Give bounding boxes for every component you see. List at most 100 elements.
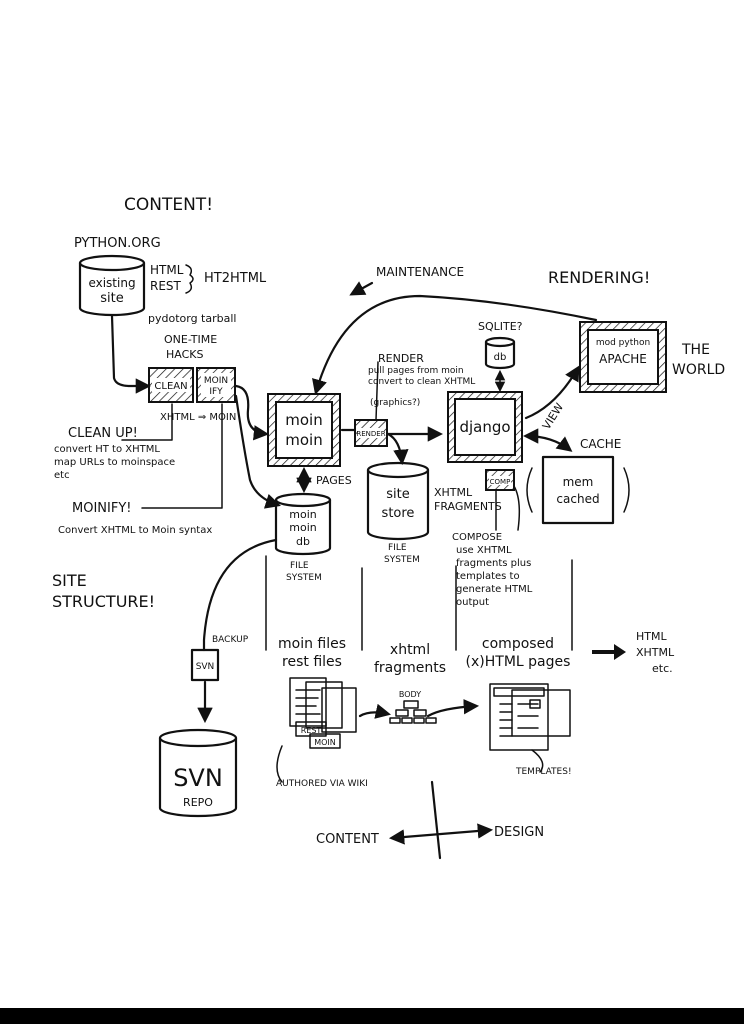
backup-label: BACKUP (212, 635, 249, 645)
col-moin-files-1: moin files (278, 636, 346, 652)
arrow-site-to-clean (112, 316, 148, 386)
backup-line (204, 540, 276, 650)
sqlite-label: SQLITE? (478, 320, 523, 333)
clean-up-line-1: convert HT to XHTML (54, 444, 160, 455)
compose-line-4: generate HTML (456, 584, 533, 595)
rendering-heading: RENDERING! (548, 268, 650, 287)
comp-leader-2 (514, 486, 519, 530)
body-tag: BODY (399, 690, 421, 699)
rest-tag: REST (301, 726, 322, 735)
ht2html-label: HT2HTML (204, 271, 267, 286)
view-label: VIEW (540, 401, 566, 432)
python-org-label: PYTHON.ORG (74, 236, 161, 251)
compose-title: COMPOSE (452, 532, 502, 543)
svn-repo-label-1: SVN (173, 764, 223, 792)
site-store-label-1: site (386, 487, 409, 502)
moin-db-label-3: db (296, 535, 310, 548)
html-label: HTML (150, 263, 184, 277)
maintenance-pointer (352, 283, 372, 294)
compose-line-1: use XHTML (456, 545, 512, 556)
cache-arrow (526, 436, 570, 450)
moinify-box-label-1: MOIN (204, 376, 228, 386)
memcached-paren-right (624, 468, 629, 512)
memcached-label-1: mem (563, 475, 594, 489)
site-store-label-2: store (382, 506, 415, 521)
clean-up-line-2: map URLs to moinspace (54, 457, 175, 468)
existing-site-label-2: site (100, 291, 123, 306)
output-html: HTML (636, 630, 667, 643)
one-time-hacks-label-2: HACKS (166, 348, 203, 361)
maintenance-label: MAINTENANCE (376, 265, 464, 279)
render-box-label: RENDER (356, 430, 385, 438)
col-xhtml-fragments-1: xhtml (390, 642, 430, 658)
output-etc: etc. (652, 662, 673, 675)
compose-line-2: fragments plus (456, 558, 531, 569)
arrow-render-to-site-store (388, 434, 402, 462)
authored-via-wiki: AUTHORED VIA WIKI (276, 779, 368, 789)
render-note-title: RENDER (378, 352, 424, 365)
col-composed-2: (x)HTML pages (466, 654, 571, 670)
clean-box-label: CLEAN (154, 381, 187, 392)
rest-label: REST (150, 279, 182, 293)
moin-moin-label-1: moin (285, 411, 322, 429)
templates-note: TEMPLATES! (515, 767, 572, 777)
comp-box-label: COMP (490, 478, 511, 486)
clean-up-title: CLEAN UP! (68, 426, 138, 441)
output-arrow-icon (592, 644, 626, 660)
content-heading: CONTENT! (124, 195, 213, 215)
pages-label: PAGES (316, 474, 352, 487)
page-bottom-edge (0, 1008, 744, 1024)
col-composed-1: composed (482, 636, 554, 652)
xhtml-fragments-label-1: XHTML (434, 486, 473, 499)
cache-label: CACHE (580, 437, 621, 451)
svn-repo-label-2: REPO (183, 796, 213, 809)
render-note-line-1: pull pages from moin (368, 366, 464, 376)
svn-box-label: SVN (196, 662, 215, 672)
compose-line-3: templates to (456, 571, 520, 582)
memcached-paren-left (527, 468, 532, 512)
file-system-2-label-1: FILE (388, 543, 407, 553)
existing-site-label-1: existing (88, 276, 135, 290)
django-label: django (459, 418, 510, 436)
moin-db-label-2: moin (289, 521, 317, 534)
render-note-line-2: convert to clean XHTML (368, 377, 475, 387)
render-note-line-3: (graphics?) (370, 398, 420, 408)
moinify-box-label-2: IFY (209, 387, 223, 397)
arrow-docs-to-fragments (360, 712, 388, 716)
moinify-title: MOINIFY! (72, 501, 131, 516)
col-moin-files-2: rest files (282, 654, 342, 670)
moin-tag: MOIN (314, 738, 336, 747)
xhtml-fragments-label-2: FRAGMENTS (434, 500, 502, 513)
moin-db-label-1: moin (289, 508, 317, 521)
axis-design-label: DESIGN (494, 825, 544, 840)
output-xhtml: XHTML (636, 646, 675, 659)
site-structure-heading-2: STRUCTURE! (52, 592, 155, 611)
moin-moin-label-2: moin (285, 431, 322, 449)
moinify-line-1: Convert XHTML to Moin syntax (58, 525, 212, 536)
fragment-tree-icon (390, 701, 436, 723)
axis-vertical (432, 782, 440, 858)
file-system-1-label-2: SYSTEM (286, 573, 322, 583)
template-page-icon (490, 684, 570, 750)
site-structure-heading-1: SITE (52, 571, 87, 590)
one-time-hacks-label-1: ONE-TIME (164, 333, 217, 346)
authored-leader (277, 746, 282, 782)
pydotorg-tarball-label: pydotorg tarball (148, 312, 236, 325)
file-system-1-label-1: FILE (290, 561, 309, 571)
memcached-box (543, 457, 613, 523)
col-xhtml-fragments-2: fragments (374, 660, 446, 676)
apache-label-1: mod python (596, 338, 650, 348)
memcached-label-2: cached (556, 492, 599, 506)
brace-icon (186, 265, 193, 293)
file-system-2-label-2: SYSTEM (384, 555, 420, 565)
sqlite-db-label: db (494, 352, 507, 363)
compose-line-5: output (456, 597, 489, 608)
apache-label-2: APACHE (599, 352, 647, 366)
the-world-label-1: THE (681, 342, 710, 358)
the-world-label-2: WORLD (672, 362, 725, 378)
axis-horizontal (392, 830, 490, 838)
arrow-fragments-to-pages (428, 706, 476, 716)
axis-content-label: CONTENT (316, 832, 379, 847)
clean-up-line-3: etc (54, 470, 70, 481)
